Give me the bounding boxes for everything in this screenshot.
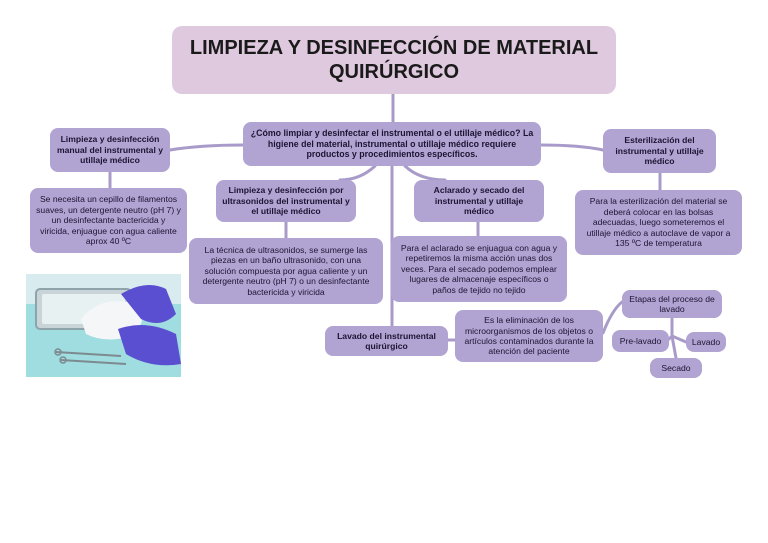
stage-prelavado: Pre-lavado xyxy=(612,330,669,352)
central-question-node: ¿Cómo limpiar y desinfectar el instrumen… xyxy=(243,122,541,166)
manual-cleaning-text: Se necesita un cepillo de filamentos sua… xyxy=(30,188,187,253)
sterilization-text: Para la esterilización del material se d… xyxy=(575,190,742,255)
rinse-dry-node: Aclarado y secado del instrumental y uti… xyxy=(414,180,544,222)
map-title: LIMPIEZA Y DESINFECCIÓN DE MATERIAL QUIR… xyxy=(172,26,616,94)
washing-definition: Es la eliminación de los microorganismos… xyxy=(455,310,603,362)
sterilization-node: Esterilización del instrumental y utilla… xyxy=(603,129,716,173)
ultrasonic-cleaning-text: La técnica de ultrasonidos, se sumerge l… xyxy=(189,238,383,304)
wash-stages-node: Etapas del proceso de lavado xyxy=(622,290,722,318)
stage-lavado: Lavado xyxy=(686,332,726,352)
manual-cleaning-node: Limpieza y desinfección manual del instr… xyxy=(50,128,170,172)
stage-secado: Secado xyxy=(650,358,702,378)
rinse-dry-text: Para el aclarado se enjuagua con agua y … xyxy=(391,236,567,302)
ultrasonic-cleaning-node: Limpieza y desinfección por ultrasonidos… xyxy=(216,180,356,222)
surgical-cleaning-photo xyxy=(26,274,181,377)
washing-node: Lavado del instrumental quirúrgico xyxy=(325,326,448,356)
